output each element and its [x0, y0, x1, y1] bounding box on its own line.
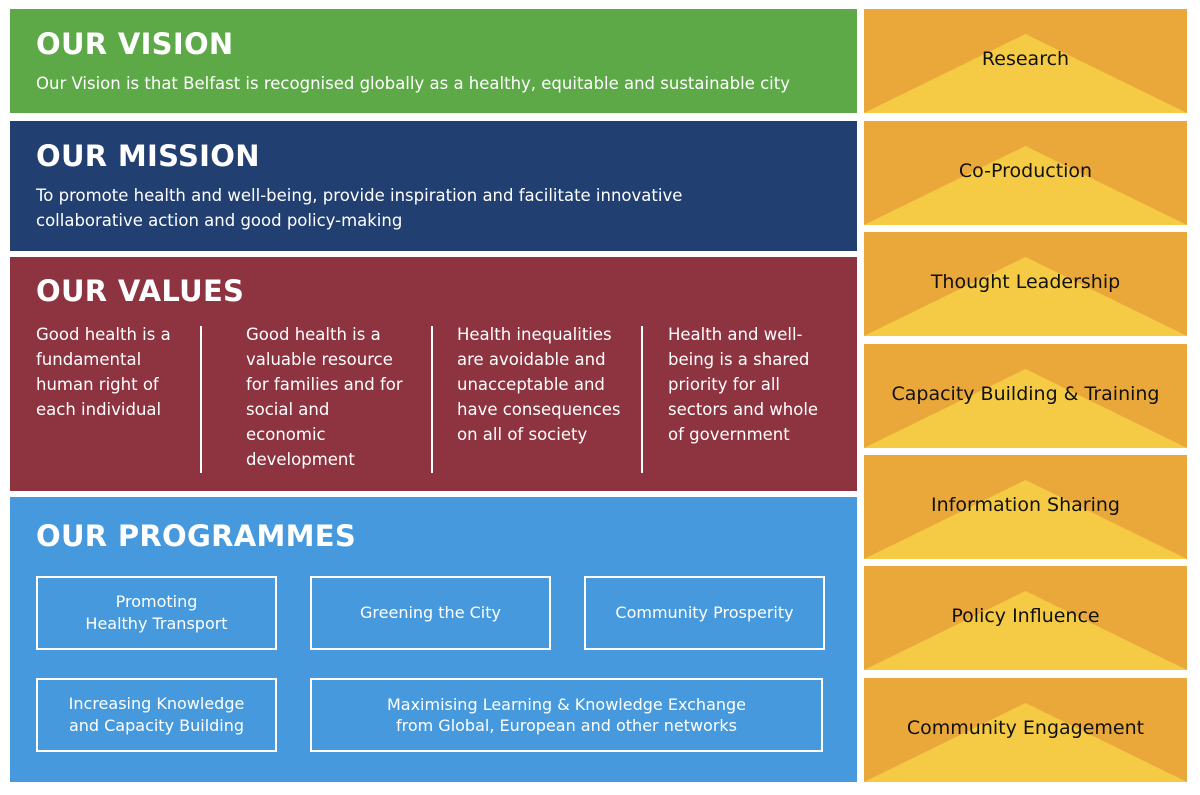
triangle-shape — [864, 703, 1187, 782]
triangle-shape — [864, 480, 1187, 559]
triangle-shape — [864, 257, 1187, 336]
vision-panel: OUR VISION Our Vision is that Belfast is… — [10, 9, 857, 113]
approach-label: Co-Production — [958, 160, 1093, 182]
approach-tile: Research — [864, 9, 1187, 113]
approach-label: Community Engagement — [906, 717, 1145, 739]
approach-tile: Policy Influence — [864, 566, 1187, 670]
approach-label: Capacity Building & Training — [891, 383, 1160, 405]
value-item: Health inequalities are avoidable and un… — [457, 325, 621, 444]
divider — [200, 326, 202, 473]
value-item: Good health is a valuable resource for f… — [246, 325, 403, 469]
approach-label: Policy Influence — [951, 605, 1100, 627]
divider — [431, 326, 433, 473]
programme-box: Increasing Knowledge and Capacity Buildi… — [36, 678, 277, 752]
approach-tile: Capacity Building & Training — [864, 344, 1187, 448]
programme-box: Maximising Learning & Knowledge Exchange… — [310, 678, 823, 752]
programme-box: Community Prosperity — [584, 576, 825, 650]
programmes-panel: OUR PROGRAMMES Promoting Healthy Transpo… — [10, 497, 857, 782]
values-title: OUR VALUES — [36, 274, 245, 308]
approach-label: Research — [981, 48, 1070, 70]
approach-label: Information Sharing — [931, 494, 1120, 516]
approach-label: Thought Leadership — [930, 271, 1121, 293]
approach-tile: Information Sharing — [864, 455, 1187, 559]
mission-title: OUR MISSION — [36, 139, 260, 173]
triangle-shape — [864, 591, 1187, 670]
vision-title: OUR VISION — [36, 27, 234, 61]
triangle-shape — [864, 146, 1187, 225]
mission-panel: OUR MISSION To promote health and well-b… — [10, 121, 857, 251]
programme-box: Promoting Healthy Transport — [36, 576, 277, 650]
value-item: Health and well-being is a shared priori… — [668, 325, 819, 444]
mission-text: To promote health and well-being, provid… — [36, 186, 683, 230]
vision-text: Our Vision is that Belfast is recognised… — [36, 74, 790, 93]
triangle-shape — [864, 34, 1187, 113]
values-panel: OUR VALUES Good health is a fundamental … — [10, 257, 857, 491]
divider — [641, 326, 643, 473]
approach-tile: Community Engagement — [864, 678, 1187, 782]
programmes-title: OUR PROGRAMMES — [36, 519, 357, 553]
triangle-shape — [864, 369, 1187, 448]
programme-box: Greening the City — [310, 576, 551, 650]
approach-tile: Thought Leadership — [864, 232, 1187, 336]
approach-tile: Co-Production — [864, 121, 1187, 225]
value-item: Good health is a fundamental human right… — [36, 325, 171, 419]
